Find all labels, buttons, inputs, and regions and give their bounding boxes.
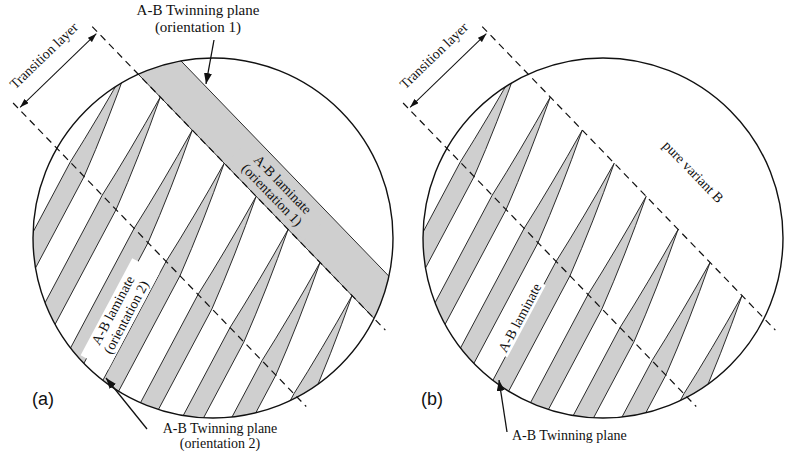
circle-outline (33, 58, 393, 418)
panel-label: (a) (32, 390, 54, 410)
layer-boundary (403, 27, 775, 407)
plane-label: A-B Twinning plane (orientation 2) (140, 421, 300, 452)
panel-label: (b) (421, 390, 443, 410)
plane-label: A-B Twinning plane (orientation 1) (108, 2, 288, 35)
needle-twins (267, 0, 794, 457)
thickness-label: Transition layer (6, 18, 83, 93)
grain-circle: pure variant B A-B laminate (423, 58, 783, 418)
variant-label: pure variant B (657, 136, 728, 209)
laminate-label: A-B laminate (orientation 1) (228, 139, 327, 240)
plane-label: A-B Twinning plane (512, 428, 627, 443)
laminate-label: A-B laminate (494, 278, 546, 357)
needle-twins (0, 0, 421, 457)
layer-boundary (13, 27, 385, 407)
laminate-label: A-B laminate (orientation 2) (80, 258, 159, 370)
panel-b-drawing (267, 0, 794, 457)
circle-outline (423, 58, 783, 418)
grain-circle: A-B laminate (orientation 1) A-B laminate… (33, 58, 393, 418)
leader-arrows (106, 40, 507, 432)
thickness-label: Transition layer (396, 18, 473, 93)
panel-a-drawing (0, 0, 450, 457)
